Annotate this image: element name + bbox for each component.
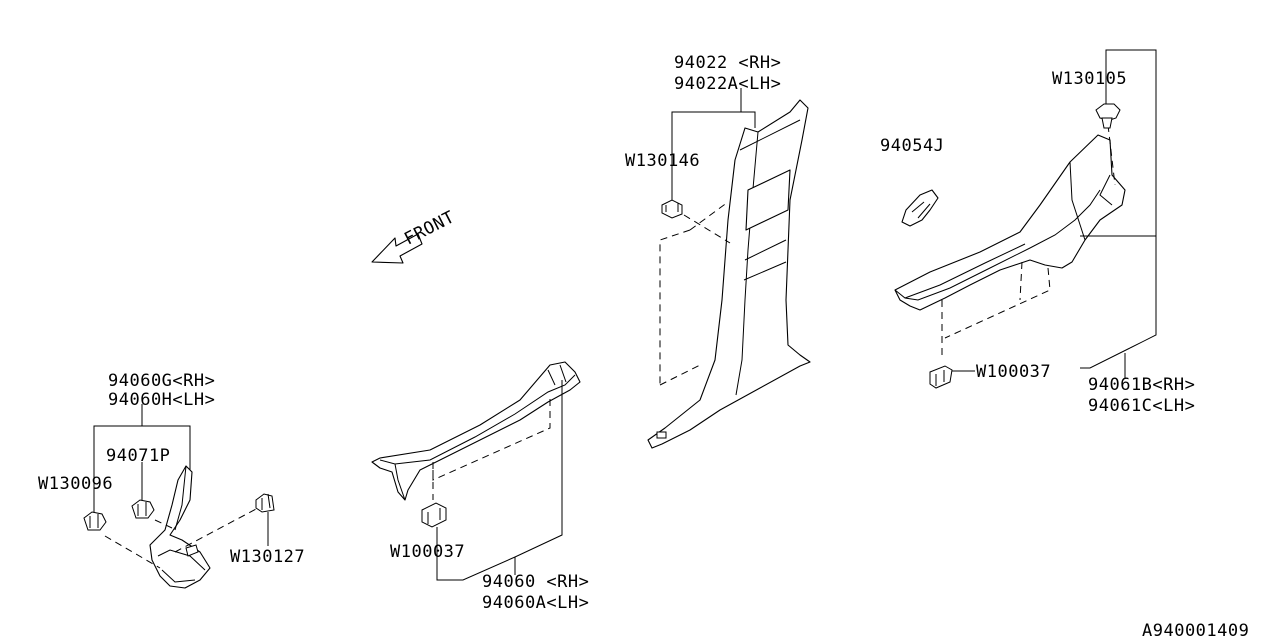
- label-w100037-right: W100037: [976, 362, 1051, 382]
- leader-94022: [671, 111, 756, 200]
- label-94060g: 94060G<RH>: [108, 371, 215, 391]
- clip-w130146-detail: [665, 203, 679, 212]
- rear-sill-corner: [1099, 174, 1113, 206]
- kick-panel-curve-2: [161, 569, 196, 583]
- rear-sill-edge-2: [904, 243, 1026, 299]
- label-w130146: W130146: [625, 151, 700, 171]
- label-w130127: W130127: [230, 547, 305, 567]
- label-94061b: 94061B<RH>: [1088, 375, 1195, 395]
- clip-w100037-center-detail: [427, 508, 441, 524]
- label-w100037-center: W100037: [390, 542, 465, 562]
- pillar-dash-clip: [683, 214, 731, 244]
- label-94022: 94022 <RH>: [674, 53, 781, 73]
- piece-94054j-ribs: [911, 201, 931, 219]
- pillar-dash-top: [689, 201, 729, 231]
- clip-94071p-shape: [131, 499, 155, 519]
- front-sill-end-detail: [547, 364, 567, 386]
- label-94054j: 94054J: [880, 136, 944, 156]
- front-sill-edge-2: [394, 463, 406, 501]
- pillar-crease-1: [744, 239, 787, 261]
- pillar-window-recess: [745, 169, 791, 231]
- pillar-dash-left: [659, 229, 691, 385]
- label-94071p: 94071P: [106, 446, 170, 466]
- front-sill-body: [371, 361, 581, 501]
- clip-94071p-detail: [137, 502, 147, 516]
- clip-w130127-detail: [261, 493, 271, 510]
- kick-panel-dash-3: [174, 507, 259, 553]
- rear-sill-vert: [1069, 161, 1086, 241]
- clip-w130146: [661, 199, 683, 219]
- piece-94054j-shape: [901, 189, 939, 227]
- pillar-crease-2: [743, 261, 787, 281]
- rear-sill-dash-1: [1019, 261, 1023, 301]
- rear-sill-dash-clip: [1107, 124, 1116, 186]
- clip-w130146-shape: [661, 199, 683, 219]
- clip-w100037-center-shape: [421, 502, 447, 528]
- front-sill-trim-94060: [371, 361, 581, 501]
- leader-94060-frame: [436, 380, 563, 581]
- clip-w130127-shape: [255, 493, 275, 513]
- kick-panel-dash-2: [154, 519, 173, 529]
- clip-w100037-right: [929, 365, 953, 389]
- leader-94061-frame: [1105, 49, 1157, 349]
- clip-w100037-center: [421, 502, 447, 528]
- front-arrow-shape: [371, 233, 423, 264]
- label-94060: 94060 <RH>: [482, 572, 589, 592]
- pillar-trim-94022: [647, 99, 811, 449]
- diagram-id: A940001409: [1142, 621, 1249, 640]
- piece-94054j: [901, 189, 939, 227]
- clip-w130127: [255, 493, 275, 513]
- label-94061c: 94061C<LH>: [1088, 396, 1195, 416]
- clip-w130096-detail: [89, 514, 99, 528]
- label-w130105: W130105: [1052, 69, 1127, 89]
- pillar-bottom-tab: [656, 431, 667, 439]
- clip-w130096: [83, 511, 107, 531]
- front-arrow: FRONT: [371, 207, 458, 264]
- kick-panel-dash-1: [104, 535, 161, 569]
- clip-94071p: [131, 499, 155, 519]
- front-sill-dash-box: [432, 395, 551, 481]
- front-label: FRONT: [401, 207, 458, 249]
- label-94022a: 94022A<LH>: [674, 74, 781, 94]
- label-w130096: W130096: [38, 474, 113, 494]
- clip-w100037-right-shape: [929, 365, 953, 389]
- kick-panel-94060g: [104, 465, 259, 589]
- kick-panel-tab: [185, 544, 199, 557]
- clip-w130096-shape: [83, 511, 107, 531]
- kick-panel-curve-1: [157, 549, 206, 571]
- kick-panel-body: [149, 465, 211, 589]
- rear-sill-body: [894, 134, 1126, 311]
- clip-w100037-right-detail: [935, 370, 945, 386]
- rear-sill-edge-1: [894, 189, 1101, 301]
- pillar-top-crease: [739, 119, 801, 151]
- kick-panel-edge: [174, 465, 187, 531]
- clip-w130105: [1095, 103, 1121, 129]
- rear-sill-trim-94061: [894, 124, 1126, 360]
- label-94060h: 94060H<LH>: [108, 390, 215, 410]
- leader-94061-to-w100037: [1080, 347, 1131, 369]
- pillar-dash-bottom: [659, 364, 701, 386]
- label-94060a: 94060A<LH>: [482, 593, 589, 613]
- rear-sill-dash-2: [944, 267, 1051, 339]
- clip-w130105-stem: [1101, 117, 1113, 129]
